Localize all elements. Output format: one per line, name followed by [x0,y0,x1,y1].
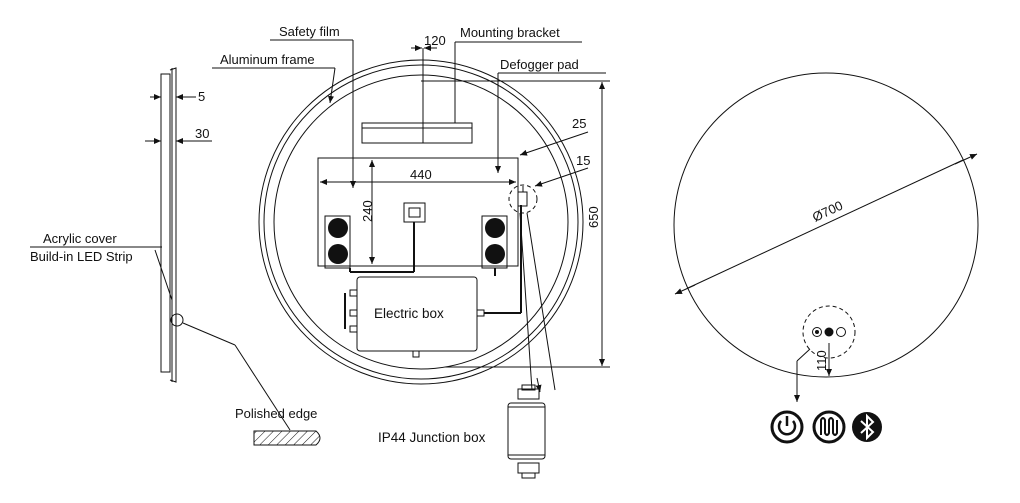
label-mounting-bracket: Mounting bracket [460,25,560,40]
dim-110: 110 [814,350,829,371]
label-aluminum-frame: Aluminum frame [220,52,315,67]
bluetooth-icon [852,412,882,442]
back-view: 120 Mounting bracket 440 240 Safety film… [212,24,610,479]
label-junction-box: IP44 Junction box [378,430,486,445]
defogger-icon [812,410,846,444]
left-speaker [324,215,351,269]
center-module [403,202,426,223]
side-view: 5 30 Acrylic cover Build-in LED Strip Po… [30,67,321,446]
dim-5: 5 [198,89,205,104]
dim-15: 15 [576,153,590,168]
junction-box [507,384,546,479]
dim-120: 120 [424,33,446,48]
dim-diameter: Ø700 [810,198,845,225]
label-electric-box: Electric box [374,306,444,321]
label-acrylic-cover: Acrylic cover [43,231,117,246]
label-led-strip: Build-in LED Strip [30,249,133,264]
label-safety-film: Safety film [279,24,340,39]
label-defogger-pad: Defogger pad [500,57,579,72]
dim-25: 25 [572,116,586,131]
dim-650: 650 [586,206,601,228]
dim-30: 30 [195,126,209,141]
dim-240: 240 [360,200,375,222]
polished-edge-hatch [253,430,321,446]
label-polished-edge: Polished edge [235,406,317,421]
dim-440: 440 [410,167,432,182]
right-speaker [481,215,508,269]
electric-box: Electric box [349,276,485,358]
front-view: Ø700 110 [673,72,979,444]
power-icon [770,410,804,444]
